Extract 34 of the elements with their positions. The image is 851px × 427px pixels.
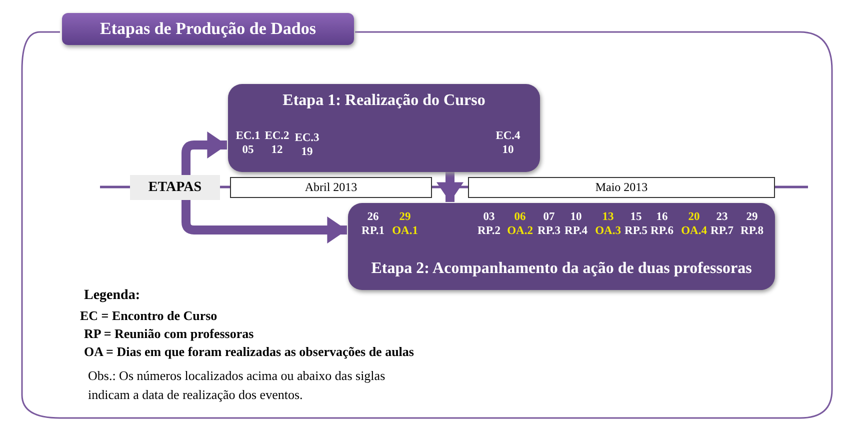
event-date-label: 20 OA.4 [680,210,708,238]
event-date-label: 13 OA.3 [594,210,622,238]
month-bar: Abril 2013 [230,177,432,198]
legend-entry: RP = Reunião com professoras [84,326,254,342]
title-banner: Etapas de Produção de Dados [62,13,354,45]
event-date-label: EC.3 19 [294,131,320,159]
event-date-label: 26 RP.1 [360,210,386,238]
stage-label: ETAPAS [130,175,220,200]
event-date-label: 07 RP.3 [536,210,562,238]
legend-entry: OA = Dias em que foram realizadas as observações de aulas [84,344,414,360]
connector-line [775,186,808,188]
event-date-label: EC.4 10 [494,129,522,157]
connector-line [100,186,130,188]
stage-box [348,203,775,290]
event-date-label: 29 OA.1 [391,210,419,238]
event-date-label: 03 RP.2 [476,210,502,238]
event-date-label: 06 OA.2 [506,210,534,238]
event-date-label: EC.1 05 [234,129,262,157]
stage-box [228,84,540,172]
event-date-label: 16 RP.6 [650,210,674,238]
connector-line [220,186,230,188]
connector-line [432,186,468,188]
event-date-label: 29 RP.8 [740,210,764,238]
legend-entry: EC = Encontro de Curso [80,308,218,324]
event-date-label: EC.2 12 [264,129,290,157]
event-date-label: 10 RP.4 [564,210,588,238]
note-text: Obs.: Os números localizados acima ou abaixo das siglas indicam a data de realização dos eventos. [88,367,386,404]
event-date-label: 15 RP.5 [624,210,648,238]
event-date-label: 23 RP.7 [710,210,734,238]
stage-title: Etapa 1: Realização do Curso [282,92,486,110]
stage-title: Etapa 2: Acompanhamento da ação de duas professoras [370,260,753,278]
legend-heading: Legenda: [84,288,140,304]
arrow [436,172,464,202]
month-bar: Maio 2013 [468,177,775,198]
